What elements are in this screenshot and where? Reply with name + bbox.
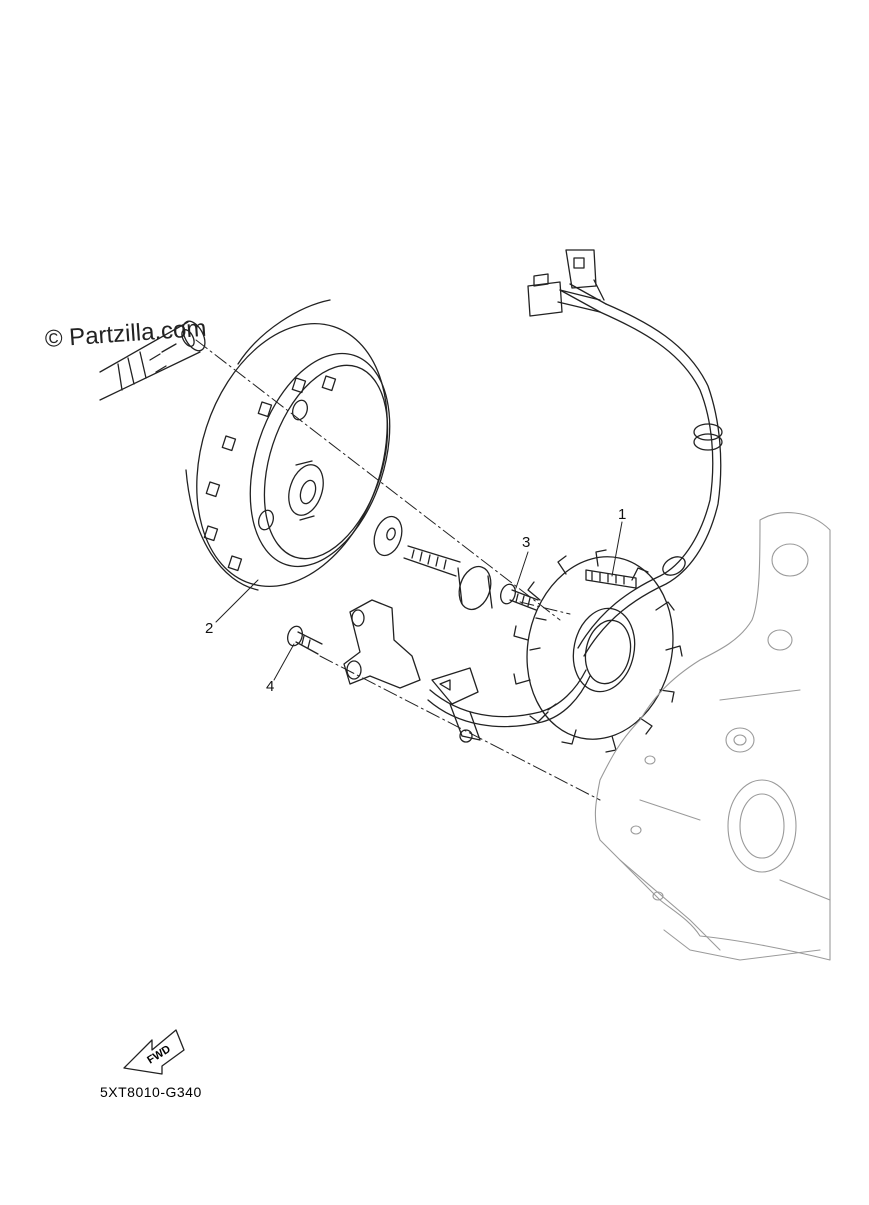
wire-connectors bbox=[528, 250, 604, 316]
callout-1[interactable]: 1 bbox=[618, 506, 627, 523]
bracket-screw[interactable] bbox=[285, 624, 322, 654]
pickup-bracket[interactable] bbox=[344, 600, 420, 688]
wire-harness bbox=[428, 284, 722, 727]
washer[interactable] bbox=[369, 513, 406, 559]
alignment-lines bbox=[196, 340, 600, 800]
callout-leaders bbox=[216, 522, 622, 680]
crankshaft-end bbox=[100, 318, 209, 400]
stator-screw[interactable] bbox=[498, 582, 538, 610]
pickup-coil[interactable] bbox=[432, 668, 480, 742]
callout-2[interactable]: 2 bbox=[205, 620, 214, 637]
crankcase-outline bbox=[595, 513, 830, 960]
flywheel-bolt[interactable] bbox=[404, 546, 496, 614]
callout-3[interactable]: 3 bbox=[522, 534, 531, 551]
stator-coil[interactable] bbox=[510, 543, 689, 753]
fwd-label: FWD bbox=[145, 1043, 173, 1066]
fwd-arrow-icon bbox=[124, 1030, 184, 1074]
callout-4[interactable]: 4 bbox=[266, 678, 275, 695]
flywheel-rotor[interactable] bbox=[165, 299, 420, 611]
diagram-code: 5XT8010-G340 bbox=[100, 1084, 202, 1100]
